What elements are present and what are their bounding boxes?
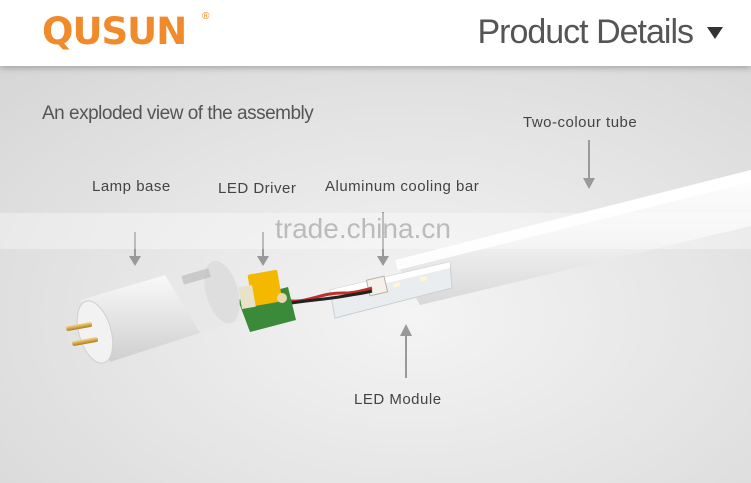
page-title: Product Details (477, 13, 694, 51)
arrow-led-module-icon (400, 324, 412, 378)
arrow-aluminum-bar-icon (377, 212, 389, 266)
label-two-colour-tube: Two-colour tube (523, 114, 638, 131)
header: QUSUN ® Product Details (0, 0, 751, 66)
registered-mark: ® (202, 11, 210, 22)
brand-logo[interactable]: QUSUN (42, 10, 187, 53)
pointer-arrows (129, 140, 595, 378)
arrow-tube-icon (583, 140, 595, 189)
led-driver (238, 269, 296, 332)
driver-wires (284, 286, 373, 306)
label-led-module: LED Module (354, 391, 442, 408)
watermark-band (0, 213, 751, 249)
aluminum-cooling-bar (329, 261, 453, 319)
arrow-lamp-base-icon (129, 232, 141, 266)
watermark-text: trade.china.cn (275, 213, 451, 244)
product-image-background (0, 66, 751, 483)
lamp-base (66, 260, 242, 364)
label-aluminum-cooling-bar: Aluminum cooling bar (325, 178, 480, 195)
label-led-driver: LED Driver (218, 180, 297, 197)
label-lamp-base: Lamp base (92, 178, 171, 195)
arrow-led-driver-icon (257, 232, 269, 266)
two-colour-tube (395, 170, 751, 305)
triangle-down-icon[interactable] (707, 27, 723, 39)
section-subtitle: An exploded view of the assembly (42, 103, 314, 124)
